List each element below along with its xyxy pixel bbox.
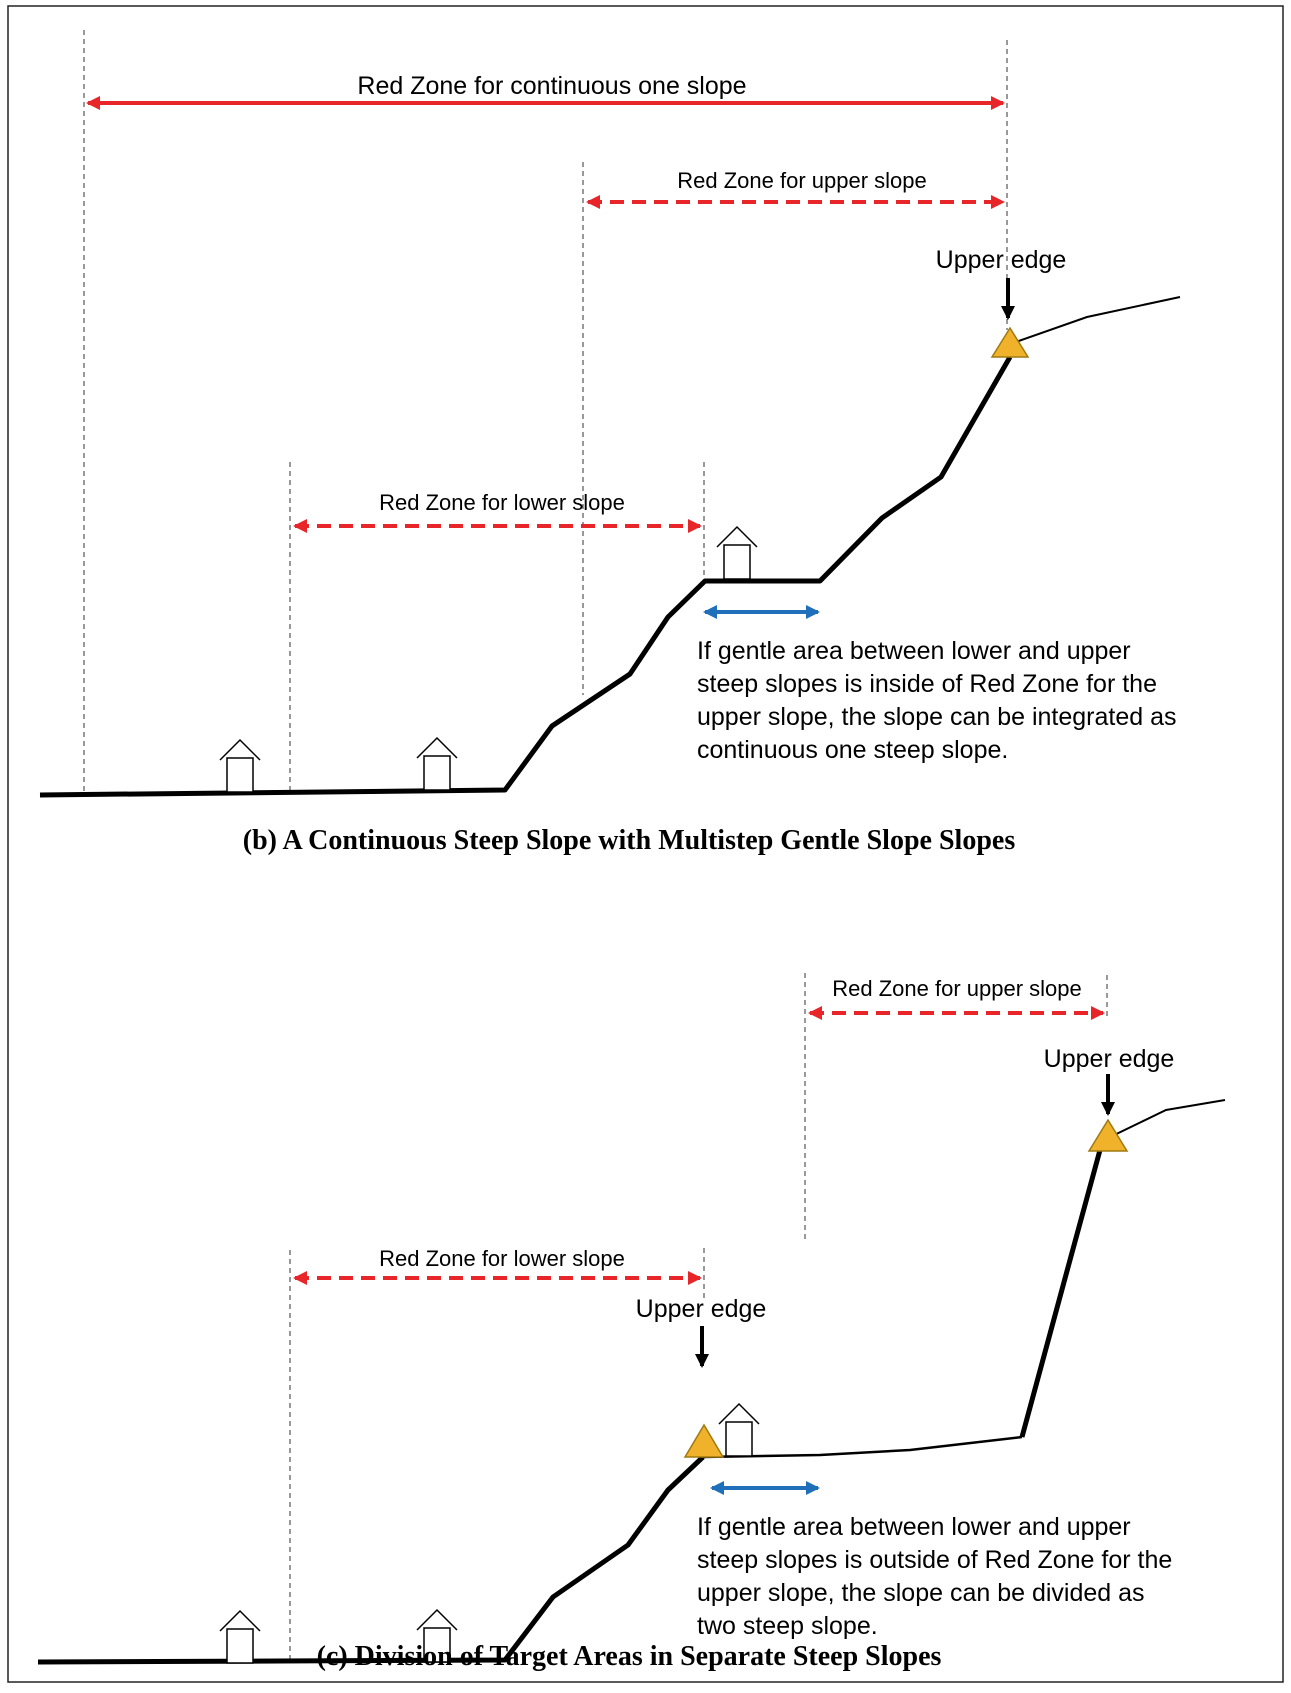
upper-ground-line (1103, 1099, 1226, 1141)
red-zone-lower-label: Red Zone for lower slope (379, 1246, 625, 1271)
upper-ground-line (1009, 296, 1181, 345)
red-zone-lower-label: Red Zone for lower slope (379, 490, 625, 515)
ground-profile-upper (1019, 1149, 1103, 1438)
house-icon (716, 525, 758, 580)
house-icon (219, 738, 261, 793)
caption-c: (c) Division of Target Areas in Separate… (317, 1641, 942, 1672)
note-line: upper slope, the slope can be integrated… (697, 703, 1177, 731)
ground-profile (39, 355, 1013, 798)
gentle-ground-line (702, 1435, 1023, 1459)
note-line: If gentle area between lower and upper (697, 637, 1131, 665)
red-zone-continuous-label: Red Zone for continuous one slope (357, 72, 746, 100)
outer-border (7, 5, 1284, 1683)
triangle-marker-icon (1087, 1118, 1129, 1152)
note-line: continuous one steep slope. (697, 736, 1008, 764)
house-icon (416, 736, 458, 791)
house-icon (219, 1609, 261, 1664)
red-zone-upper-label: Red Zone for upper slope (677, 168, 927, 193)
panel-c: Red Zone for upper slope Upper edge Red … (37, 973, 1226, 1672)
upper-edge-label: Upper edge (1044, 1045, 1175, 1073)
note-line: two steep slope. (697, 1612, 878, 1640)
note-line: upper slope, the slope can be divided as (697, 1579, 1145, 1607)
triangle-marker-icon (990, 326, 1030, 358)
panel-b: Red Zone for continuous one slope Red Zo… (39, 30, 1181, 856)
upper-edge-label: Upper edge (936, 246, 1067, 274)
ground-profile-lower (37, 1455, 705, 1665)
house-icon (416, 1608, 458, 1663)
note-line: steep slopes is inside of Red Zone for t… (697, 670, 1157, 698)
house-icon (718, 1402, 760, 1457)
red-zone-upper-label: Red Zone for upper slope (832, 976, 1082, 1001)
triangle-marker-icon (683, 1423, 725, 1458)
note-line: If gentle area between lower and upper (697, 1513, 1131, 1541)
caption-b: (b) A Continuous Steep Slope with Multis… (243, 825, 1016, 856)
upper-edge-label: Upper edge (636, 1295, 767, 1323)
note-line: steep slopes is outside of Red Zone for … (697, 1546, 1172, 1574)
